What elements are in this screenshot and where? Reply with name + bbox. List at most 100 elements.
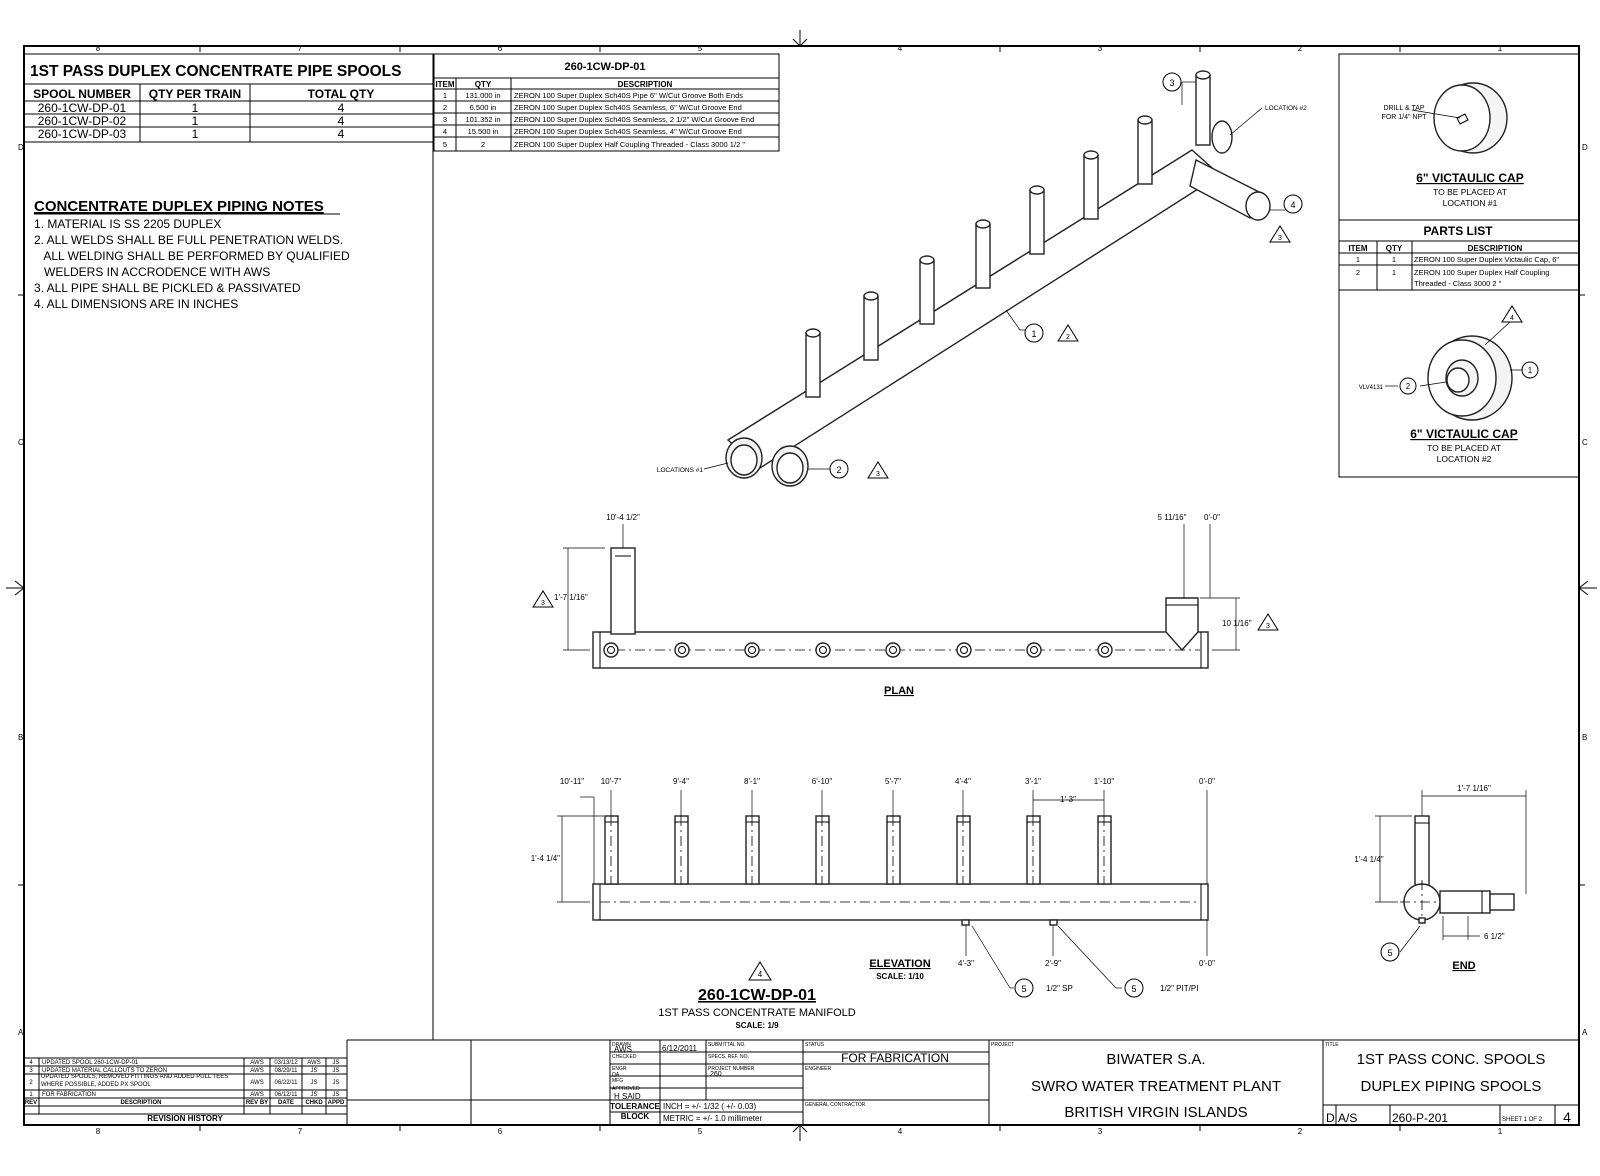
rev-row-1-appd: JS xyxy=(332,1092,339,1098)
elev-dim-5: 5'-7" xyxy=(885,777,901,786)
elev-dim-1: 10'-7" xyxy=(601,777,622,786)
rev-row-4-appd: JS xyxy=(332,1060,339,1066)
zone-top-1: 1 xyxy=(1498,44,1503,53)
elev-bottom-dim-2: 0'-0" xyxy=(1199,959,1215,968)
note-line-3: ALL WELDING SHALL BE PERFORMED BY QUALIF… xyxy=(34,249,350,263)
notes-title: CONCENTRATE DUPLEX PIPING NOTES xyxy=(34,198,324,215)
view-title-scale: SCALE: 1/9 xyxy=(735,1021,779,1030)
parts-row-2-desc: ZERON 100 Super Duplex Half Coupling xyxy=(1414,268,1549,277)
plan-dim-length: 10'-4 1/2" xyxy=(606,513,640,522)
cap1-note-1: DRILL & TAP xyxy=(1383,105,1424,112)
note-line-2: 2. ALL WELDS SHALL BE FULL PENETRATION W… xyxy=(34,233,343,247)
zone-left-d: D xyxy=(18,143,24,152)
zone-bot-7: 7 xyxy=(298,1127,303,1136)
elev-height: 1'-4 1/4" xyxy=(531,854,560,863)
plan-view xyxy=(563,524,1240,669)
zone-ticks xyxy=(18,46,1585,1131)
bom-row-1-desc: ZERON 100 Super Duplex Sch40S Pipe 6" W/… xyxy=(514,91,743,100)
zone-bot-4: 4 xyxy=(898,1127,903,1136)
zone-top-6: 6 xyxy=(498,44,503,53)
spool-row-2-total: 4 xyxy=(338,114,345,128)
rev-row-3-desc: UPDATED MATERIAL CALLOUTS TO ZERON xyxy=(42,1068,167,1074)
tb-status: FOR FABRICATION xyxy=(841,1051,949,1065)
plan-dim-width: 1'-7 1/16" xyxy=(554,593,588,602)
elevation-scale: SCALE: 1/10 xyxy=(876,972,924,981)
tb-date: 6/12/2011 xyxy=(662,1044,698,1053)
tb-label-project: PROJECT xyxy=(991,1042,1014,1048)
zone-bot-5: 5 xyxy=(698,1127,703,1136)
rev-row-4-by: AWS xyxy=(250,1060,263,1066)
svg-text:2: 2 xyxy=(836,465,841,475)
cap2-title: 6" VICTAULIC CAP xyxy=(1410,427,1517,441)
spool-row-1-number: 260-1CW-DP-01 xyxy=(38,101,127,115)
parts-list-title: PARTS LIST xyxy=(1423,224,1493,238)
note-line-4: WELDERS IN ACCRODENCE WITH AWS xyxy=(34,265,270,279)
elev-dim-7: 3'-1" xyxy=(1025,777,1041,786)
zone-right-d: D xyxy=(1582,143,1588,152)
zone-top-3: 3 xyxy=(1098,44,1103,53)
tb-dwg-no: 260-P-201 xyxy=(1392,1111,1448,1125)
parts-header-desc: DESCRIPTION xyxy=(1468,244,1523,253)
zone-left-c: C xyxy=(18,438,24,447)
elevation-top-dims: 10'-11" 10'-7" 9'-4" 8'-1" 6'-10" 5'-7" … xyxy=(531,777,1215,993)
svg-text:3: 3 xyxy=(541,600,545,607)
elev-dim-2: 9'-4" xyxy=(673,777,689,786)
tb-project-no: 260 xyxy=(710,1071,722,1078)
svg-text:5: 5 xyxy=(1021,984,1026,994)
bom-row-1-qty: 131.000 in xyxy=(465,91,500,100)
tb-label-checked: CHECKED xyxy=(612,1054,637,1060)
spool-table: 1ST PASS DUPLEX CONCENTRATE PIPE SPOOLS … xyxy=(23,53,434,143)
zone-bot-3: 3 xyxy=(1098,1127,1103,1136)
spool-row-1-qty: 1 xyxy=(192,101,199,115)
tb-label-submittal: SUBMITTAL NO. xyxy=(708,1042,746,1048)
elev-callout-sp: 1/2" SP xyxy=(1046,984,1073,993)
end-dim-width: 1'-7 1/16" xyxy=(1457,784,1491,793)
detail-panel: DRILL & TAP FOR 1/4" NPT 6" VICTAULIC CA… xyxy=(1338,53,1580,478)
rev-row-4-desc: UPDATED SPOOL 260-1CW-DP-01 xyxy=(42,1060,139,1066)
victaulic-cap-1-drawing xyxy=(1411,82,1508,154)
rev-row-1-desc: FOR FABRICATION xyxy=(42,1092,96,1098)
rev-row-4-rev: 4 xyxy=(29,1060,33,1066)
zone-right-b: B xyxy=(1582,733,1587,742)
elevation-risers xyxy=(604,815,1112,885)
svg-text:1: 1 xyxy=(1528,366,1533,375)
svg-text:5: 5 xyxy=(1387,948,1392,958)
svg-text:4: 4 xyxy=(1290,200,1295,210)
cap1-title: 6" VICTAULIC CAP xyxy=(1416,171,1523,185)
zone-left-b: B xyxy=(18,733,23,742)
rev-row-1-chkd: JS xyxy=(310,1092,317,1098)
bom-row-5-qty: 2 xyxy=(481,140,485,149)
cap1-note-2: FOR 1/4" NPT xyxy=(1382,114,1428,121)
tb-size: D xyxy=(1326,1111,1335,1125)
tb-location: BRITISH VIRGIN ISLANDS xyxy=(1064,1104,1247,1121)
parts-row-2-qty: 1 xyxy=(1392,268,1396,277)
elevation-label: ELEVATION xyxy=(869,958,930,970)
cap2-sub-2: LOCATION #2 xyxy=(1437,454,1492,464)
svg-text:2: 2 xyxy=(1066,334,1070,341)
rev-row-1-by: AWS xyxy=(250,1092,263,1098)
rev-row-4-date: 03/13/12 xyxy=(274,1060,298,1066)
bom-row-4-item: 4 xyxy=(443,127,447,136)
piping-notes: CONCENTRATE DUPLEX PIPING NOTES 1. MATER… xyxy=(34,198,350,311)
tb-label-contractor: GENERAL CONTRACTOR xyxy=(805,1102,866,1108)
tb-label-qa: QA xyxy=(612,1072,620,1078)
rev-row-2-rev: 2 xyxy=(29,1080,33,1086)
elev-bottom-dim-0: 4'-3" xyxy=(958,959,974,968)
parts-header-item: ITEM xyxy=(1348,244,1367,253)
zone-top-7: 7 xyxy=(298,44,303,53)
spool-row-1-total: 4 xyxy=(338,101,345,115)
zone-right-a: A xyxy=(1582,1028,1588,1037)
parts-header-qty: QTY xyxy=(1386,244,1403,253)
rev-row-2-date: 06/22/11 xyxy=(275,1080,299,1086)
plan-holes xyxy=(603,642,1113,658)
tb-tol-metric: METRIC = +/- 1.0 millimeter xyxy=(663,1114,762,1123)
rev-row-3-date: 08/29/11 xyxy=(275,1068,299,1074)
spool-row-3-total: 4 xyxy=(338,127,345,141)
iso-location-1: LOCATIONS #1 xyxy=(657,467,704,474)
end-view xyxy=(1375,790,1527,953)
spool-row-3-number: 260-1CW-DP-03 xyxy=(38,127,127,141)
zone-top-5: 5 xyxy=(698,44,703,53)
note-line-1: 1. MATERIAL IS SS 2205 DUPLEX xyxy=(34,217,221,231)
elev-pitch: 1'-3" xyxy=(1060,795,1076,804)
